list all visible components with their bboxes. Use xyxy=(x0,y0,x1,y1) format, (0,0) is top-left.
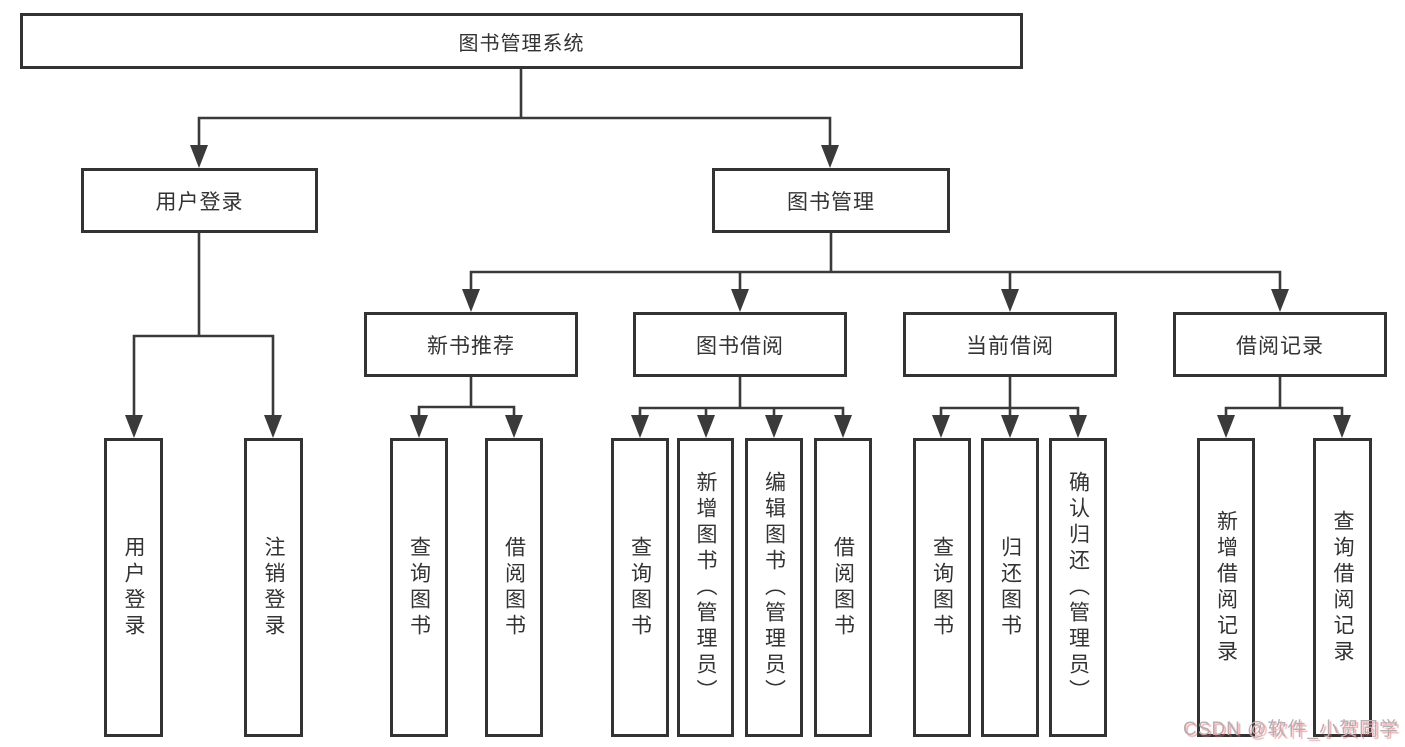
leaf-label: 查询图书 xyxy=(930,535,954,640)
leaf-nb-query-books: 查询图书 xyxy=(390,438,448,737)
node-label: 图书管理 xyxy=(787,190,875,214)
leaf-bb-query-books: 查询图书 xyxy=(611,438,669,737)
node-label: 新书推荐 xyxy=(427,334,515,358)
leaf-label: 借阅图书 xyxy=(831,535,855,640)
node-user-login: 用户登录 xyxy=(81,168,318,233)
node-label: 当前借阅 xyxy=(966,334,1054,358)
leaf-label: 借阅图书 xyxy=(502,535,526,640)
node-borrow-records: 借阅记录 xyxy=(1173,312,1387,377)
leaf-br-query-record: 查询借阅记录 xyxy=(1313,438,1372,737)
leaf-user-login: 用户登录 xyxy=(104,438,163,737)
node-current-borrowing: 当前借阅 xyxy=(903,312,1117,377)
leaf-label: 查询图书 xyxy=(407,535,431,640)
leaf-bb-edit-books-admin: 编辑图书（管理员） xyxy=(745,438,803,737)
leaf-label: 新增借阅记录 xyxy=(1214,509,1238,666)
node-label: 图书借阅 xyxy=(696,334,784,358)
leaf-cb-query-books: 查询图书 xyxy=(913,438,971,737)
leaf-label: 新增图书（管理员） xyxy=(694,470,717,705)
node-label: 图书管理系统 xyxy=(458,32,585,55)
leaf-label: 归还图书 xyxy=(998,535,1022,640)
leaf-label: 注销登录 xyxy=(262,535,285,640)
leaf-label: 查询图书 xyxy=(628,535,652,640)
leaf-bb-add-books-admin: 新增图书（管理员） xyxy=(677,438,734,737)
leaf-cb-confirm-return-admin: 确认归还（管理员） xyxy=(1049,438,1107,737)
csdn-watermark: CSDN @软件_小贺同学 xyxy=(1183,719,1399,740)
leaf-nb-borrow-books: 借阅图书 xyxy=(485,438,543,737)
leaf-label: 编辑图书（管理员） xyxy=(762,470,786,705)
leaf-bb-borrow-books: 借阅图书 xyxy=(814,438,872,737)
leaf-br-add-record: 新增借阅记录 xyxy=(1197,438,1255,737)
node-book-management: 图书管理 xyxy=(712,168,950,233)
node-label: 借阅记录 xyxy=(1236,334,1324,358)
node-label: 用户登录 xyxy=(155,190,244,214)
leaf-label: 确认归还（管理员） xyxy=(1066,470,1090,705)
leaf-label: 查询借阅记录 xyxy=(1331,509,1354,666)
leaf-cb-return-books: 归还图书 xyxy=(981,438,1039,737)
node-root-system: 图书管理系统 xyxy=(20,13,1023,69)
node-new-book-recommend: 新书推荐 xyxy=(364,312,578,377)
leaf-logout: 注销登录 xyxy=(244,438,303,737)
leaf-label: 用户登录 xyxy=(122,535,145,640)
node-book-borrowing: 图书借阅 xyxy=(633,312,847,377)
